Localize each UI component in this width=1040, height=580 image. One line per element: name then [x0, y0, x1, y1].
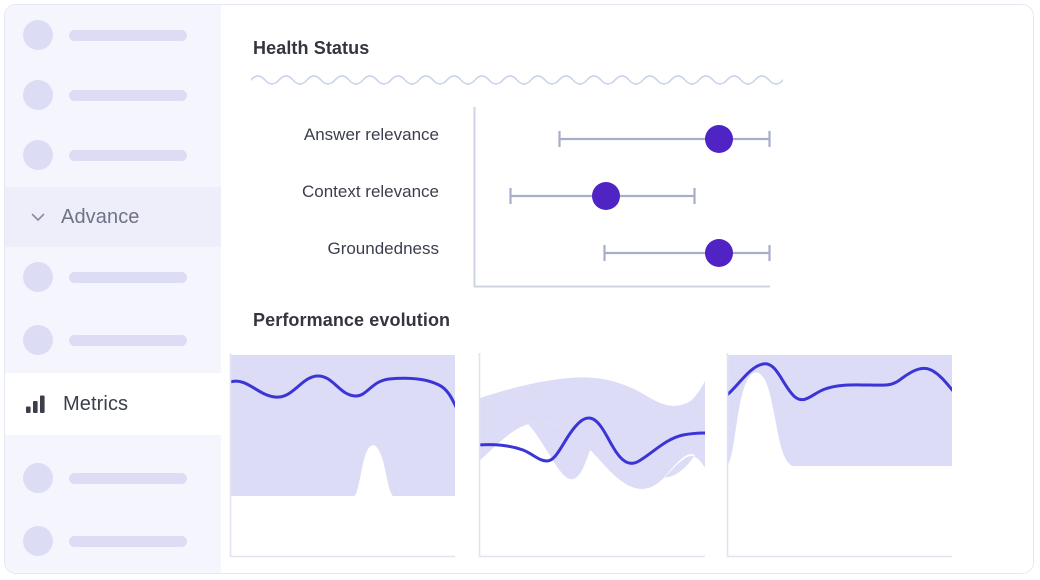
wavy-divider — [250, 71, 784, 94]
dotplot-svg — [473, 107, 771, 288]
dotplot-category-label: Answer relevance — [303, 125, 439, 144]
app-window: Advance Metrics — [4, 4, 1034, 574]
sidebar-item-placeholder-7[interactable] — [5, 511, 221, 571]
sidebar-item-placeholder-3[interactable] — [5, 125, 221, 185]
sidebar-item-label-placeholder — [69, 29, 187, 41]
sidebar-group-label: Advance — [61, 205, 140, 228]
sidebar-item-label-placeholder — [69, 149, 187, 161]
sidebar-group-advance[interactable]: Advance — [5, 187, 221, 247]
sidebar-avatar-icon — [23, 80, 53, 110]
sidebar: Advance Metrics — [5, 5, 221, 573]
main-content: Health Status Answer relevance Context r… — [221, 5, 1033, 573]
dotplot-point — [592, 182, 620, 210]
sidebar-item-metrics[interactable]: Metrics — [5, 373, 221, 435]
sidebar-item-placeholder-1[interactable] — [5, 5, 221, 65]
dotplot-point — [705, 239, 733, 267]
dotplot-row-answer-relevance — [558, 125, 771, 153]
sidebar-item-label-placeholder — [69, 334, 187, 346]
sidebar-item-metrics-label: Metrics — [63, 392, 129, 415]
sidebar-item-placeholder-2[interactable] — [5, 65, 221, 125]
sidebar-item-placeholder-6[interactable] — [5, 448, 221, 508]
page-title-health-status: Health Status — [253, 38, 370, 58]
performance-evolution-charts — [221, 351, 1025, 563]
sidebar-item-label-placeholder — [69, 535, 187, 547]
dotplot-category-label: Groundedness — [327, 239, 439, 258]
health-status-chart: Answer relevance Context relevance Groun… — [221, 101, 1025, 296]
sidebar-avatar-icon — [23, 262, 53, 292]
sidebar-avatar-icon — [23, 140, 53, 170]
sidebar-avatar-icon — [23, 526, 53, 556]
dotplot-point — [705, 125, 733, 153]
dotplot-category-label: Context relevance — [301, 182, 439, 201]
chevron-down-icon — [27, 206, 49, 228]
bar-chart-icon — [25, 393, 49, 415]
section-title-performance-evolution: Performance evolution — [253, 310, 451, 330]
sidebar-item-placeholder-5[interactable] — [5, 310, 221, 370]
sidebar-avatar-icon — [23, 20, 53, 50]
sidebar-item-label-placeholder — [69, 89, 187, 101]
dotplot-row-groundedness — [603, 239, 771, 267]
performance-chart-2[interactable] — [477, 353, 707, 558]
performance-chart-1[interactable] — [229, 353, 457, 558]
sidebar-item-label-placeholder — [69, 472, 187, 484]
sidebar-item-placeholder-4[interactable] — [5, 247, 221, 307]
performance-charts-svg — [229, 353, 955, 558]
dotplot-row-context-relevance — [509, 182, 696, 210]
sidebar-avatar-icon — [23, 325, 53, 355]
performance-chart-3[interactable] — [725, 353, 955, 558]
sidebar-item-label-placeholder — [69, 271, 187, 283]
sidebar-avatar-icon — [23, 463, 53, 493]
